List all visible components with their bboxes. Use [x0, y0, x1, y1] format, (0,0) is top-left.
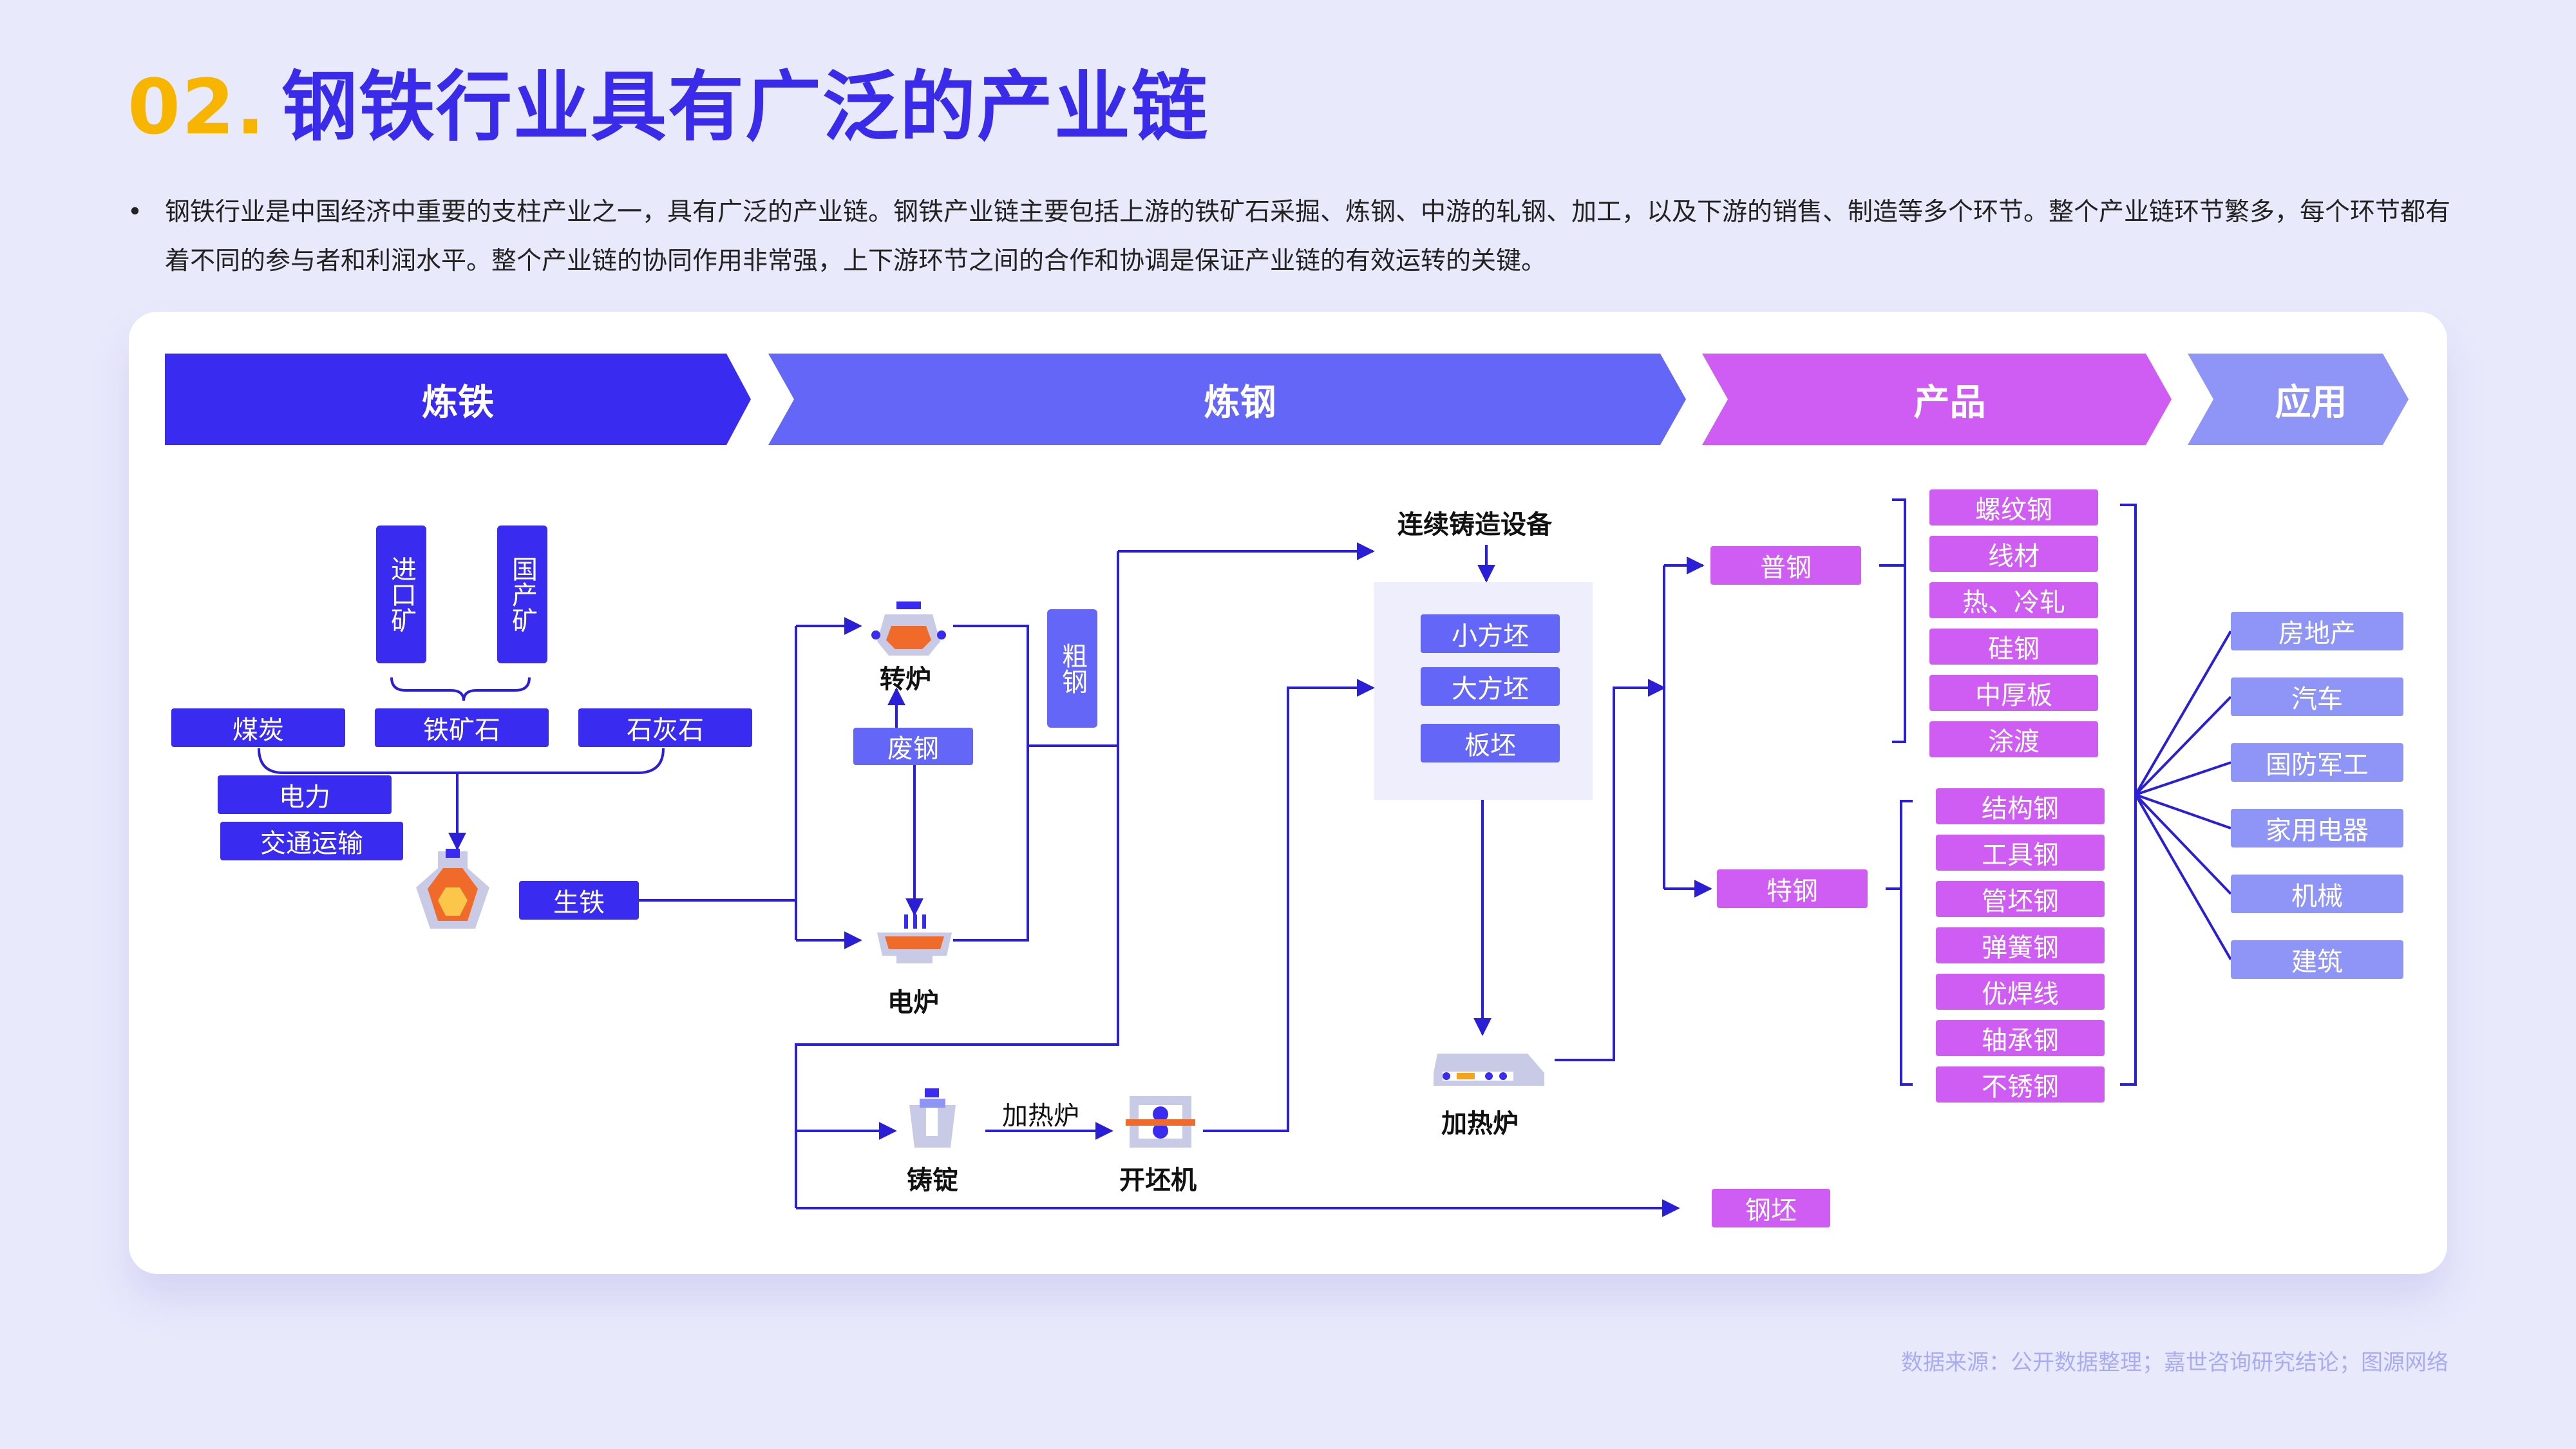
fan-to-app-4	[2135, 793, 2231, 829]
steel-billet-box: 钢坯	[1712, 1189, 1830, 1227]
common-item: 中厚板	[1929, 675, 2098, 711]
data-source-note: 数据来源：公开数据整理；嘉世咨询研究结论；图源网络	[1901, 1350, 2448, 1376]
power-box: 电力	[218, 775, 392, 814]
common-item: 热、冷轧	[1929, 582, 2098, 618]
electric-furnace-label: 电炉	[887, 988, 939, 1018]
bullet: •	[128, 198, 143, 227]
raw-material-bracket	[258, 748, 665, 774]
mill-to-casting	[1203, 679, 1375, 1132]
common-brace	[1879, 498, 1906, 743]
billet-small-box: 小方坯	[1421, 614, 1560, 653]
fan-to-app-3	[2135, 761, 2231, 796]
ingot-icon	[909, 1088, 956, 1148]
special-steel-box: 特钢	[1717, 869, 1868, 908]
stage-products: 产品	[1913, 381, 1986, 424]
section-title: 钢铁行业具有广泛的产业链	[281, 62, 1209, 151]
domestic-ore-box: 国产矿	[497, 526, 547, 663]
crude-steel-box: 粗钢	[1047, 609, 1097, 728]
application-appliances: 家用电器	[2231, 809, 2403, 848]
common-item: 线材	[1929, 536, 2098, 572]
blooming-mill-icon	[1126, 1096, 1195, 1148]
crude-trunk	[795, 551, 1119, 1208]
chevron-applications-shape	[2188, 354, 2409, 445]
application-machinery: 机械	[2231, 875, 2403, 913]
fan-to-app-1	[2134, 630, 2232, 796]
application-auto: 汽车	[2231, 677, 2403, 716]
heating-furnace-label: 加热炉	[1002, 1101, 1079, 1131]
coal-box: 煤炭	[171, 708, 345, 747]
special-item: 结构钢	[1936, 788, 2105, 824]
electric-furnace-icon	[877, 914, 952, 963]
products-right-brace	[2120, 504, 2137, 1086]
iron-ore-box: 铁矿石	[375, 708, 549, 747]
intro-text: 钢铁行业是中国经济中重要的支柱产业之一，具有广泛的产业链。钢铁产业链主要包括上游…	[165, 198, 2451, 276]
limestone-box: 石灰石	[578, 708, 752, 747]
ingot-label: 铸锭	[907, 1166, 958, 1195]
special-item: 不锈钢	[1936, 1066, 2105, 1103]
reheating-furnace-icon	[1434, 1054, 1544, 1086]
special-item: 轴承钢	[1936, 1020, 2105, 1056]
reheat-to-products	[1555, 679, 1666, 1061]
scrap-box: 废钢	[853, 728, 973, 765]
application-defense: 国防军工	[2231, 743, 2403, 782]
converter-icon	[871, 601, 946, 656]
blooming-mill-label: 开坯机	[1119, 1166, 1197, 1195]
ore-brace	[390, 677, 531, 701]
section-number: 02.	[128, 62, 267, 151]
special-item: 弹簧钢	[1936, 927, 2105, 963]
special-item: 管坯钢	[1936, 881, 2105, 917]
intro-paragraph: • 钢铁行业是中国经济中重要的支柱产业之一，具有广泛的产业链。钢铁产业链主要包括…	[128, 188, 2459, 286]
import-ore-box: 进口矿	[376, 526, 426, 663]
chevron-steelmaking-shape	[768, 354, 1686, 445]
special-item: 工具钢	[1936, 835, 2105, 871]
chevron-products-shape	[1702, 354, 2172, 445]
chevron-ironmaking-shape	[165, 354, 751, 445]
billet-large-box: 大方坯	[1421, 667, 1560, 706]
common-item: 硅钢	[1929, 629, 2098, 665]
application-construction: 建筑	[2231, 940, 2403, 979]
blast-furnace-icon	[416, 849, 489, 929]
fan-to-app-5	[2134, 793, 2232, 895]
stage-ironmaking: 炼铁	[422, 381, 494, 424]
slab-box: 板坯	[1421, 724, 1560, 762]
furnaces-to-crude	[953, 625, 1029, 942]
transport-box: 交通运输	[220, 822, 403, 860]
application-real-estate: 房地产	[2231, 612, 2403, 650]
converter-label: 转炉	[880, 665, 931, 694]
special-item: 优焊线	[1936, 974, 2105, 1010]
stage-applications: 应用	[2275, 381, 2347, 424]
stage-steelmaking: 炼钢	[1204, 381, 1276, 424]
common-item: 螺纹钢	[1929, 489, 2098, 526]
common-steel-box: 普钢	[1710, 546, 1861, 585]
fan-to-app-2	[2134, 696, 2232, 796]
pig-iron-box: 生铁	[519, 881, 639, 920]
reheating-furnace-label: 加热炉	[1441, 1109, 1519, 1139]
continuous-casting-label: 连续铸造设备	[1397, 510, 1552, 540]
special-brace	[1886, 800, 1913, 1086]
common-item: 涂渡	[1929, 721, 2098, 757]
page-title: 02.钢铁行业具有广泛的产业链	[128, 45, 1209, 155]
fan-to-app-6	[2134, 793, 2232, 961]
